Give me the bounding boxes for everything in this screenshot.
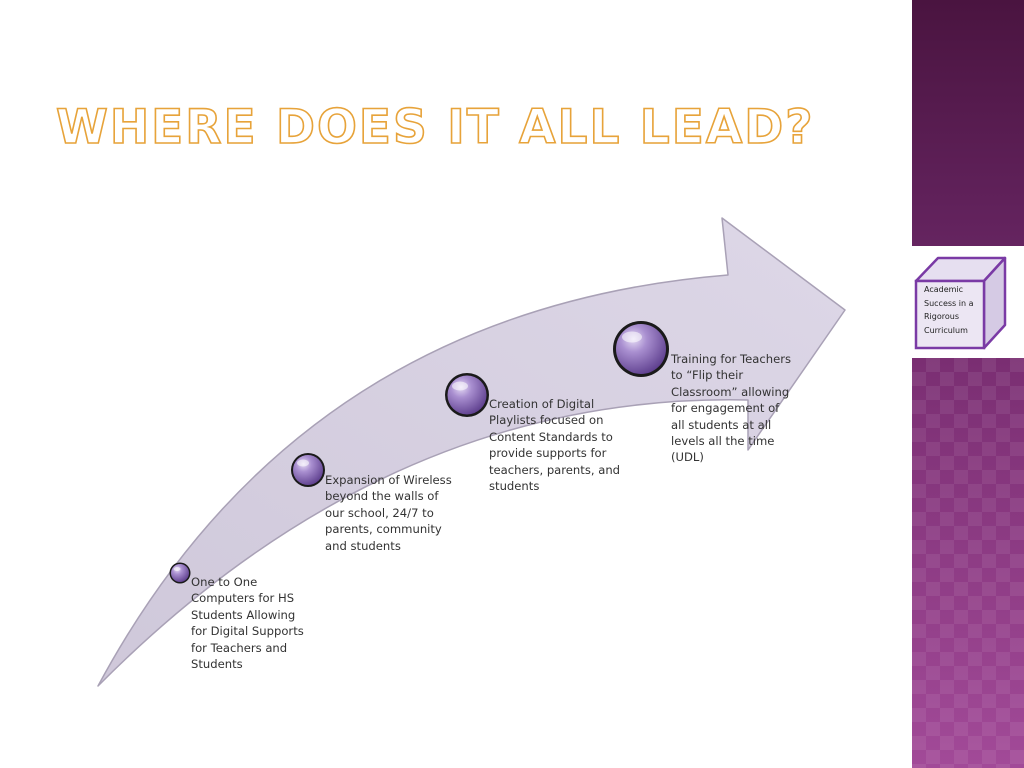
step-2-bubble bbox=[291, 453, 325, 487]
step-4-text: Training for Teachers to “Flip their Cla… bbox=[671, 352, 792, 465]
cube-label: Academic Success in a Rigorous Curriculu… bbox=[924, 285, 974, 335]
step-4-bubble bbox=[613, 321, 669, 377]
step-3-bubble bbox=[445, 373, 489, 417]
step-1-text: One to One Computers for HS Students All… bbox=[191, 575, 304, 672]
slide-title: WHERE DOES IT ALL LEAD? bbox=[55, 99, 815, 156]
academic-success-cube bbox=[914, 256, 1007, 350]
step-1-bubble bbox=[169, 562, 191, 584]
sidebar-top-panel bbox=[912, 0, 1024, 246]
step-3-text: Creation of Digital Playlists focused on… bbox=[489, 397, 621, 494]
step-2-text: Expansion of Wireless beyond the walls o… bbox=[325, 473, 452, 553]
sidebar-bottom-panel bbox=[912, 358, 1024, 768]
